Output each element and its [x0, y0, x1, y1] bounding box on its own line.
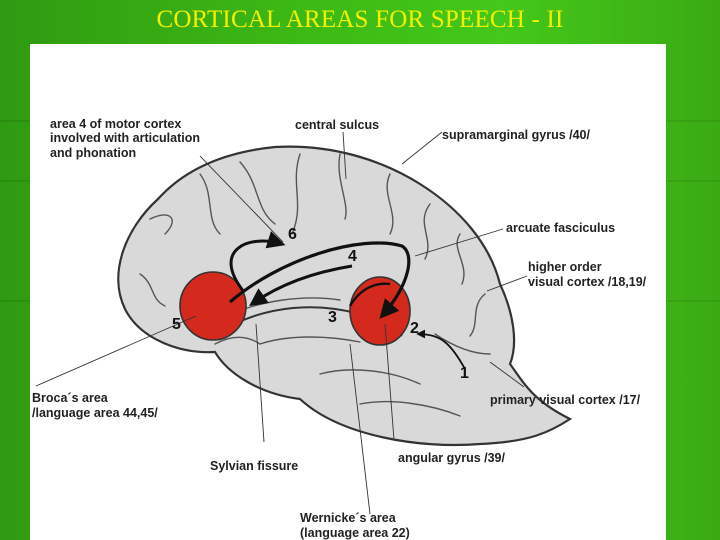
label-motor-cortex-1: area 4 of motor cortex — [50, 117, 181, 131]
brain-diagram: 6 4 5 3 2 1 area 4 of motor cortex invol… — [30, 44, 666, 540]
number-2: 2 — [410, 320, 419, 337]
brain-outline — [117, 145, 573, 447]
label-supramarginal-gyrus: supramarginal gyrus /40/ — [442, 128, 591, 142]
label-sylvian-fissure: Sylvian fissure — [210, 459, 298, 473]
brocas-area-shape — [179, 271, 247, 341]
label-central-sulcus: central sulcus — [295, 118, 379, 132]
label-wernickes-area-2: (language area 22) — [300, 526, 410, 540]
label-higher-visual-1: higher order — [528, 260, 602, 274]
label-motor-cortex-2: involved with articulation — [50, 131, 200, 145]
label-arcuate-fasciculus: arcuate fasciculus — [506, 221, 615, 235]
label-brocas-area-2: /language area 44,45/ — [32, 406, 158, 420]
label-motor-cortex-3: and phonation — [50, 146, 136, 160]
label-angular-gyrus: angular gyrus /39/ — [398, 451, 506, 465]
label-primary-visual-cortex: primary visual cortex /17/ — [490, 393, 641, 407]
number-5: 5 — [172, 316, 181, 333]
number-6: 6 — [288, 226, 297, 243]
label-wernickes-area-1: Wernicke´s area — [300, 511, 397, 525]
label-higher-visual-2: visual cortex /18,19/ — [528, 275, 647, 289]
leader-lines — [35, 131, 528, 515]
label-brocas-area-1: Broca´s area — [32, 391, 109, 405]
slide-title: CORTICAL AREAS FOR SPEECH - II — [156, 6, 564, 33]
number-1: 1 — [460, 365, 469, 382]
pathway-arrows — [228, 231, 466, 370]
number-4: 4 — [348, 248, 357, 265]
number-3: 3 — [328, 309, 337, 326]
